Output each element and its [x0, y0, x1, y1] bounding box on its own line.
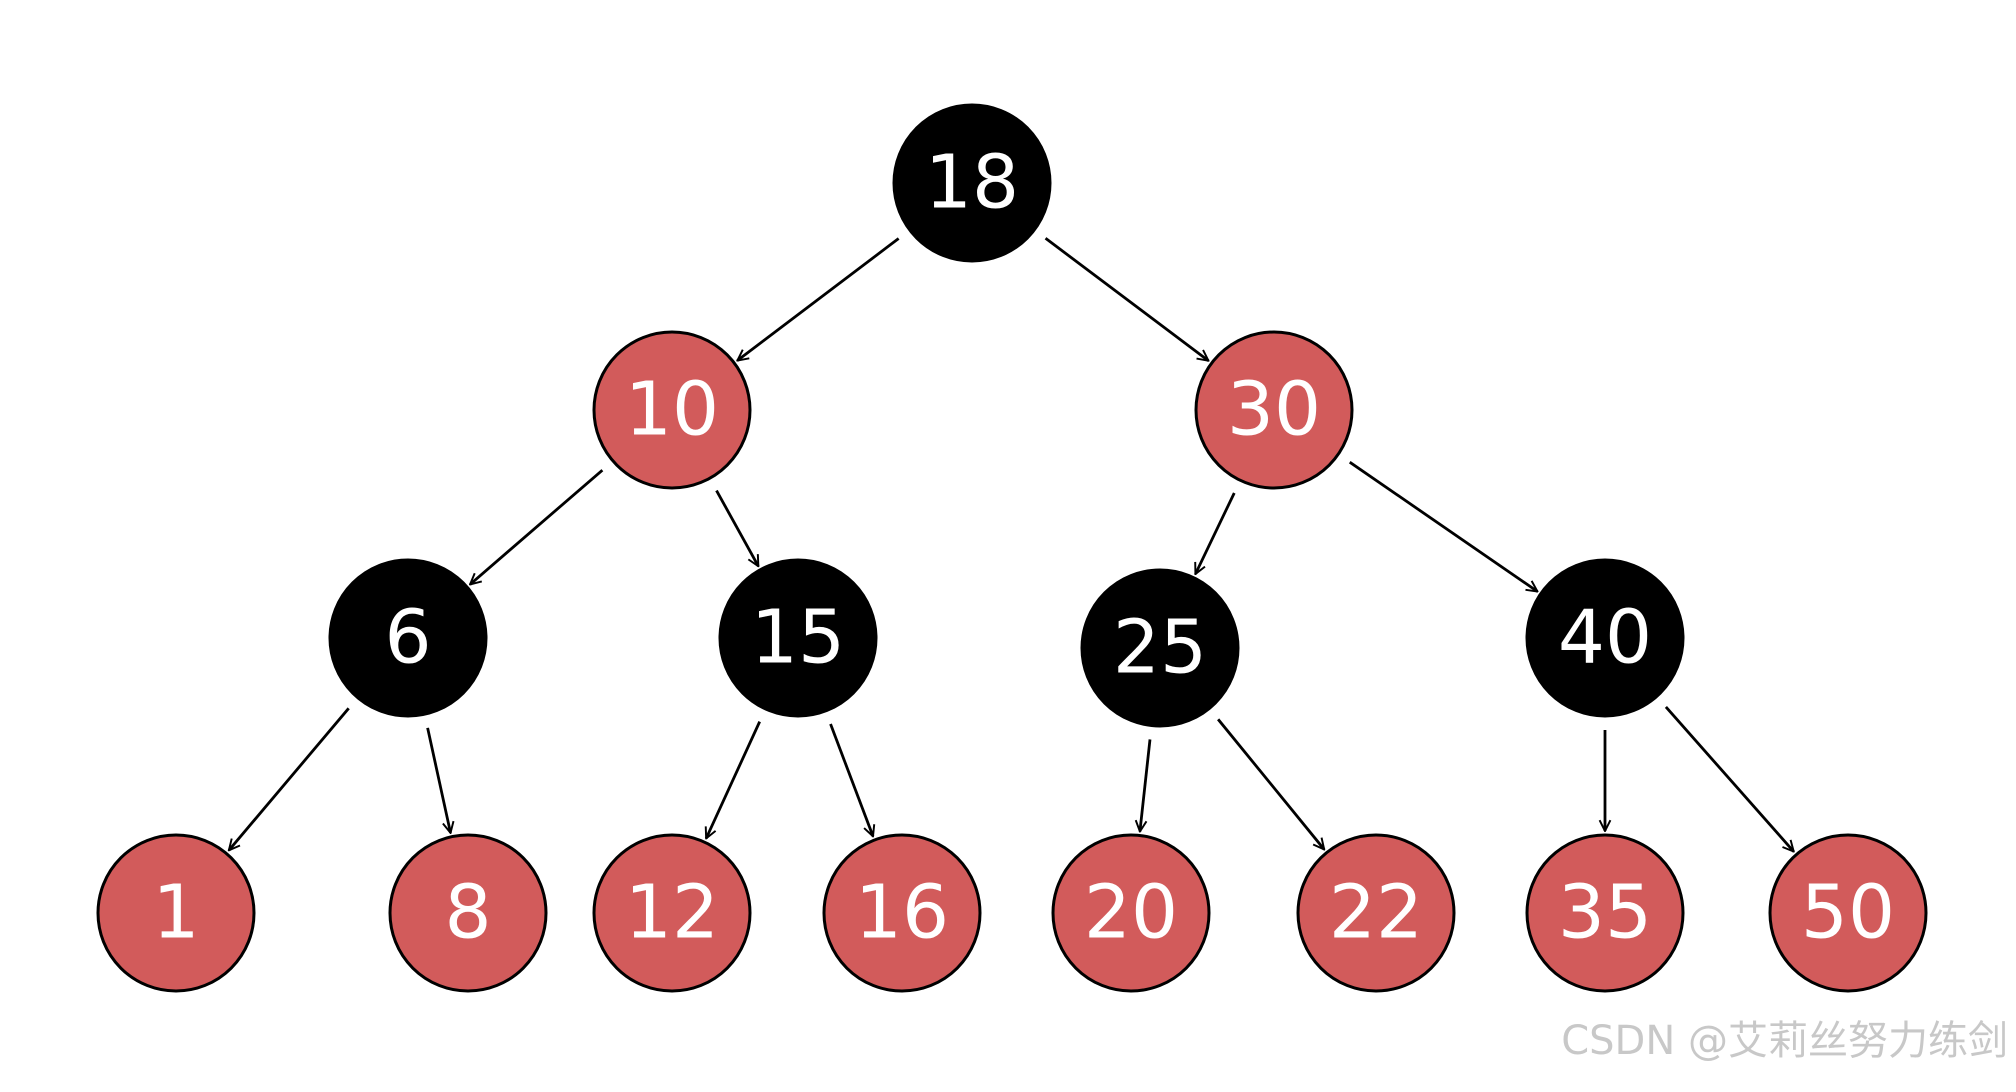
edge-n40-n50 [1664, 706, 1794, 852]
edge-n10-n15 [715, 489, 760, 567]
node-circle-red [1051, 833, 1211, 993]
node-circle-red [1768, 833, 1928, 993]
node-circle-red [96, 833, 256, 993]
tree-node-25: 25 [1080, 568, 1240, 728]
tree-node-40: 40 [1525, 558, 1685, 718]
node-label: 35 [1558, 870, 1652, 956]
tree-node-50: 50 [1768, 833, 1928, 993]
node-label: 6 [384, 595, 431, 681]
tree-node-8: 8 [388, 833, 548, 993]
node-circle-red [1296, 833, 1456, 993]
node-label: 22 [1329, 870, 1423, 956]
tree-node-6: 6 [328, 558, 488, 718]
tree-node-15: 15 [718, 558, 878, 718]
edge-n6-n1 [229, 707, 350, 850]
node-circle-red [592, 833, 752, 993]
node-circle-black [892, 103, 1052, 263]
edge-n30-n25 [1194, 492, 1236, 574]
tree-node-10: 10 [592, 330, 752, 490]
edge-n6-n8 [426, 727, 451, 833]
edge-n30-n40 [1348, 461, 1538, 591]
node-circle-black [1525, 558, 1685, 718]
node-circle-black [1080, 568, 1240, 728]
tree-node-35: 35 [1525, 833, 1685, 993]
node-circle-red [1525, 833, 1685, 993]
node-circle-red [592, 330, 752, 490]
node-circle-red [822, 833, 982, 993]
node-circle-red [1194, 330, 1354, 490]
tree-node-20: 20 [1051, 833, 1211, 993]
node-label: 16 [855, 870, 949, 956]
node-label: 25 [1113, 605, 1207, 691]
tree-node-16: 16 [822, 833, 982, 993]
tree-node-18: 18 [892, 103, 1052, 263]
edge-n25-n20 [1140, 739, 1152, 831]
node-label: 30 [1227, 367, 1321, 453]
tree-node-12: 12 [592, 833, 752, 993]
edge-n18-n10 [737, 237, 900, 361]
node-label: 15 [751, 595, 845, 681]
edge-n10-n6 [470, 469, 604, 584]
watermark: CSDN @艾莉丝努力练剑 [1561, 1018, 2008, 1064]
edge-n25-n22 [1217, 718, 1324, 849]
node-label: 18 [925, 140, 1019, 226]
tree-node-22: 22 [1296, 833, 1456, 993]
node-circle-red [388, 833, 548, 993]
tree-node-1: 1 [96, 833, 256, 993]
node-circle-black [718, 558, 878, 718]
node-label: 1 [152, 870, 199, 956]
node-circle-black [328, 558, 488, 718]
tree-node-30: 30 [1194, 330, 1354, 490]
edge-n18-n30 [1044, 237, 1209, 360]
tree-edges [229, 237, 1794, 852]
node-label: 8 [444, 870, 491, 956]
node-label: 20 [1084, 870, 1178, 956]
edge-n15-n12 [706, 721, 761, 839]
node-label: 40 [1558, 595, 1652, 681]
edge-n15-n16 [829, 723, 873, 836]
node-label: 12 [625, 870, 719, 956]
node-label: 50 [1801, 870, 1895, 956]
node-label: 10 [625, 367, 719, 453]
